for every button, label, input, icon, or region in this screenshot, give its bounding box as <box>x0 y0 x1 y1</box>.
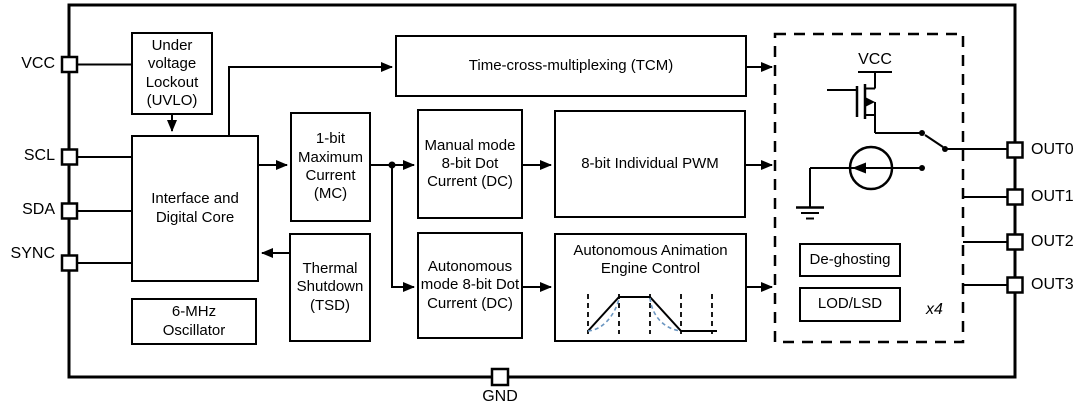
block-autonomous-dot-current-label: Autonomous mode 8-bit Dot Current (DC) <box>420 258 520 312</box>
block-thermal-shutdown-label: Thermal Shutdown (TSD) <box>296 260 364 314</box>
block-animation-engine-label: Autonomous Animation Engine Control <box>573 242 728 278</box>
pin-gnd-label: GND <box>482 388 518 405</box>
pin-scl-label: SCL <box>23 147 55 164</box>
block-maximum-current-label: 1-bit Maximum Current (MC) <box>297 130 363 203</box>
block-lod-lsd: LOD/LSD <box>799 287 901 322</box>
block-interface-digital-core-label: Interface and Digital Core <box>151 190 239 226</box>
current-source-icon <box>809 145 920 207</box>
block-individual-pwm-label: 8-bit Individual PWM <box>581 154 719 172</box>
output-stage-vcc-label: VCC <box>858 51 892 68</box>
pin-scl-square <box>60 148 79 166</box>
pin-gnd-square <box>490 367 510 387</box>
block-thermal-shutdown: Thermal Shutdown (TSD) <box>289 233 371 342</box>
block-deghosting-label: De-ghosting <box>809 250 891 268</box>
block-oscillator-label: 6-MHz Oscillator <box>162 303 226 339</box>
block-uvlo: Under voltage Lockout (UVLO) <box>131 32 213 115</box>
block-tcm: Time-cross-multiplexing (TCM) <box>395 35 747 97</box>
pin-sync-label: SYNC <box>10 245 55 262</box>
pin-out2-label: OUT2 <box>1031 233 1074 250</box>
pin-vcc-label: VCC <box>21 55 55 72</box>
wire-junction-dot <box>388 161 396 169</box>
pin-out0-square <box>1006 141 1024 159</box>
pin-sda-label: SDA <box>22 201 55 218</box>
block-individual-pwm: 8-bit Individual PWM <box>554 110 746 218</box>
pin-sda-square <box>60 202 79 220</box>
block-maximum-current: 1-bit Maximum Current (MC) <box>290 112 371 222</box>
pin-vcc-square <box>60 55 79 74</box>
pin-out0-label: OUT0 <box>1031 141 1074 158</box>
pin-out1-label: OUT1 <box>1031 188 1074 205</box>
wire-mc-to-autonomous-dc <box>391 165 415 292</box>
pin-out1-square <box>1006 188 1024 206</box>
block-interface-digital-core: Interface and Digital Core <box>131 135 259 282</box>
block-manual-dot-current-label: Manual mode 8-bit Dot Current (DC) <box>424 136 516 191</box>
block-lod-lsd-label: LOD/LSD <box>817 295 883 313</box>
ground-icon <box>796 206 824 220</box>
pin-out3-label: OUT3 <box>1031 276 1074 293</box>
block-deghosting: De-ghosting <box>799 243 901 277</box>
block-tcm-label: Time-cross-multiplexing (TCM) <box>468 56 674 74</box>
pin-out2-square <box>1006 233 1024 251</box>
block-animation-engine: Autonomous Animation Engine Control <box>554 233 747 342</box>
pin-sync-square <box>60 254 79 272</box>
output-stage-multiplier-label: x4 <box>926 301 943 318</box>
block-manual-dot-current: Manual mode 8-bit Dot Current (DC) <box>417 109 523 219</box>
block-autonomous-dot-current: Autonomous mode 8-bit Dot Current (DC) <box>417 232 523 339</box>
pin-out3-square <box>1006 276 1024 294</box>
block-uvlo-label: Under voltage Lockout (UVLO) <box>145 36 199 109</box>
block-oscillator: 6-MHz Oscillator <box>131 298 257 345</box>
mosfet-icon <box>827 71 920 134</box>
switch-icon <box>919 130 1007 171</box>
